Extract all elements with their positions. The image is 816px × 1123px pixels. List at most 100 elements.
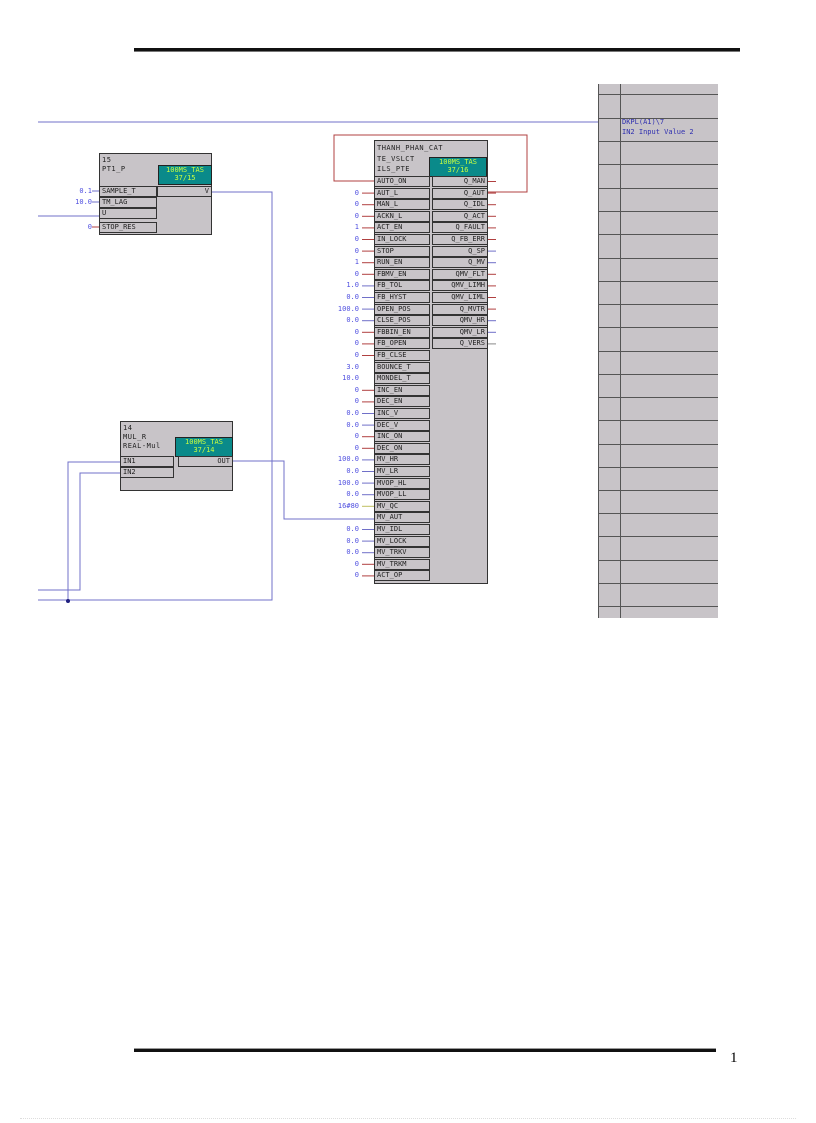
task-name: 100MS_TAS (166, 166, 204, 174)
pin-q-man[interactable]: Q_MAN (432, 176, 488, 187)
pin-q-mv[interactable]: Q_MV (432, 257, 488, 269)
pin-dec-en[interactable]: DEC_EN (374, 396, 430, 408)
pin-mv-qc[interactable]: MV_QC (374, 500, 430, 512)
pin-fbmv-en[interactable]: FBMV_EN (374, 268, 430, 280)
block-type: MUL_R (123, 433, 147, 441)
panel-row-line (599, 536, 718, 537)
pin-mvop-ll[interactable]: MVOP_LL (374, 489, 430, 501)
pin-out[interactable]: OUT (178, 456, 233, 467)
value-act-op: 0 (354, 571, 359, 580)
footer-rule (134, 1048, 716, 1052)
pin-qmv-liml[interactable]: QMV_LIML (432, 292, 488, 303)
pin-in1[interactable]: IN1 (120, 456, 174, 467)
value-dec-on: 0 (354, 443, 359, 452)
pin-u[interactable]: U (99, 208, 157, 219)
pin-mv-trkv[interactable]: MV_TRKV (374, 547, 430, 559)
pin-stop-res[interactable]: STOP_RES (99, 222, 157, 233)
pin-v[interactable]: V (157, 186, 212, 197)
panel-row-line (599, 211, 718, 212)
value-mv-trkm: 0 (354, 559, 359, 568)
pin-mv-lock[interactable]: MV_LOCK (374, 535, 430, 547)
pin-tm-lag[interactable]: TM_LAG (99, 197, 157, 208)
task-badge: 100MS_TAS 37/14 (175, 437, 233, 457)
block-number: 14 (123, 424, 133, 432)
value-stop: 0 (354, 246, 359, 255)
value-fb-tol: 1.0 (346, 281, 359, 290)
value-mv-lock: 0.0 (346, 536, 359, 545)
pin-fb-hyst[interactable]: FB_HYST (374, 292, 430, 303)
value-clse-pos: 0.0 (346, 316, 359, 325)
pin-dec-on[interactable]: DEC_ON (374, 442, 430, 454)
pin-sample-t[interactable]: SAMPLE_T (99, 186, 157, 197)
pin-auto-on[interactable]: AUTO_ON (374, 176, 430, 187)
pin-mv-trkm[interactable]: MV_TRKM (374, 558, 430, 570)
block-type: PT1_P (102, 165, 126, 173)
page-number: 1 (730, 1050, 738, 1066)
task-badge: 100MS_TAS 37/16 (429, 157, 487, 177)
value-stop-res: 0 (87, 223, 92, 231)
pin-q-aut[interactable]: Q_AUT (432, 187, 488, 199)
value-fbmv-en: 0 (354, 269, 359, 278)
pin-fb-tol[interactable]: FB_TOL (374, 280, 430, 292)
value-tm-lag: 10.0 (75, 198, 92, 206)
pin-qmv-lr[interactable]: QMV_LR (432, 326, 488, 338)
signal-reference-panel: DKPL(A1)\7 IN2 Input Value 2 (598, 84, 718, 618)
pin-act-op[interactable]: ACT_OP (374, 570, 430, 582)
value-ackn-l: 0 (354, 211, 359, 220)
pin-q-sp[interactable]: Q_SP (432, 245, 488, 257)
pin-q-mvtr[interactable]: Q_MVTR (432, 303, 488, 315)
pin-clse-pos[interactable]: CLSE_POS (374, 315, 430, 327)
task-name: 100MS_TAS (439, 158, 477, 166)
value-mv-hr: 100.0 (337, 455, 359, 464)
pin-in-lock[interactable]: IN_LOCK (374, 234, 430, 245)
pin-run-en[interactable]: RUN_EN (374, 257, 430, 269)
pin-mv-aut[interactable]: MV_AUT (374, 512, 430, 524)
panel-row-line (599, 94, 718, 95)
value-act-en: 1 (354, 223, 359, 232)
pin-bounce-t[interactable]: BOUNCE_T (374, 361, 430, 373)
pin-ackn-l[interactable]: ACKN_L (374, 210, 430, 222)
value-mv-trkv: 0.0 (346, 548, 359, 557)
pin-qmv-hr[interactable]: QMV_HR (432, 315, 488, 327)
pin-fb-clse[interactable]: FB_CLSE (374, 350, 430, 361)
panel-row-line (599, 467, 718, 468)
panel-row-line (599, 164, 718, 165)
panel-row-line (599, 560, 718, 561)
pin-q-idl[interactable]: Q_IDL (432, 199, 488, 211)
pin-fbbin-en[interactable]: FBBIN_EN (374, 326, 430, 338)
pin-in2[interactable]: IN2 (120, 467, 174, 478)
pin-q-fb-err[interactable]: Q_FB_ERR (432, 234, 488, 245)
pin-dec-v[interactable]: DEC_V (374, 419, 430, 431)
pin-mondel-t[interactable]: MONDEL_T (374, 373, 430, 385)
pin-open-pos[interactable]: OPEN_POS (374, 303, 430, 315)
value-mv-lr: 0.0 (346, 467, 359, 475)
pin-inc-en[interactable]: INC_EN (374, 384, 430, 396)
pin-mv-idl[interactable]: MV_IDL (374, 524, 430, 535)
panel-row-line (599, 420, 718, 421)
panel-row-line (599, 397, 718, 398)
pin-q-vers[interactable]: Q_VERS (432, 338, 488, 350)
header-rule (134, 48, 740, 52)
pin-fb-open[interactable]: FB_OPEN (374, 338, 430, 350)
pin-q-fault[interactable]: Q_FAULT (432, 222, 488, 234)
value-fb-clse: 0 (354, 351, 359, 359)
value-dec-en: 0 (354, 397, 359, 406)
value-bounce-t: 3.0 (346, 362, 359, 371)
value-mv-qc: 16#80 (337, 501, 359, 510)
pin-mv-hr[interactable]: MV_HR (374, 454, 430, 466)
value-dec-v: 0.0 (346, 420, 359, 429)
pin-mv-lr[interactable]: MV_LR (374, 466, 430, 477)
pin-act-en[interactable]: ACT_EN (374, 222, 430, 234)
pin-inc-on[interactable]: INC_ON (374, 431, 430, 443)
pin-aut-l[interactable]: AUT_L (374, 187, 430, 199)
value-mvop-ll: 0.0 (346, 490, 359, 499)
pin-man-l[interactable]: MAN_L (374, 199, 430, 211)
pin-q-act[interactable]: Q_ACT (432, 210, 488, 222)
task-seq: 37/15 (174, 174, 196, 182)
pin-qmv-flt[interactable]: QMV_FLT (432, 268, 488, 280)
value-fbbin-en: 0 (354, 327, 359, 336)
pin-stop[interactable]: STOP (374, 245, 430, 257)
pin-inc-v[interactable]: INC_V (374, 408, 430, 419)
pin-qmv-limh[interactable]: QMV_LIMH (432, 280, 488, 292)
pin-mvop-hl[interactable]: MVOP_HL (374, 477, 430, 489)
